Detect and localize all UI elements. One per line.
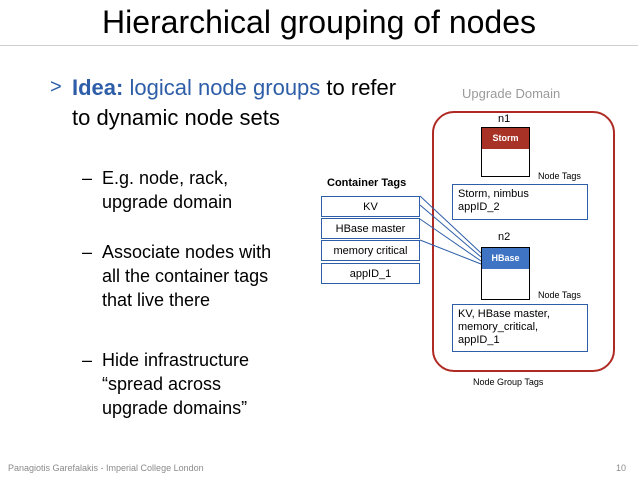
sub-bullet-3-line2: “spread across xyxy=(102,374,222,394)
link-hbase-master xyxy=(419,218,482,262)
node-n2-tag-line1: KV, HBase master, xyxy=(458,308,550,320)
node-n1-tags-label: Node Tags xyxy=(538,171,581,181)
sub-bullet-2-line3: that live there xyxy=(102,290,211,310)
sub-bullet-1-line2: upgrade domain xyxy=(102,192,233,212)
node-n2-tag-line3: appID_1 xyxy=(458,334,500,346)
slide-title: Hierarchical grouping of nodes xyxy=(101,4,537,40)
idea-label: Idea: xyxy=(72,75,124,100)
link-kv-hbase-2 xyxy=(419,204,482,258)
sub-bullet-2-line2: all the container tags xyxy=(102,266,269,286)
node-group-tags-label: Node Group Tags xyxy=(473,377,544,387)
sub-bullet-2-line1: Associate nodes with xyxy=(102,242,272,262)
bullet-marker: > xyxy=(50,76,62,98)
sub-bullet-3-line1: Hide infrastructure xyxy=(102,350,250,370)
container-tags-title: Container Tags xyxy=(327,177,407,189)
sub-bullet-3-line3: upgrade domains” xyxy=(102,398,248,418)
node-n1-tags: Storm, nimbus appID_2 xyxy=(452,184,588,220)
footer-author: Panagiotis Garefalakis - Imperial Colleg… xyxy=(8,463,204,473)
sub-bullet-dash: – xyxy=(82,168,93,188)
link-kv-hbase xyxy=(419,195,482,254)
container-tag-appid: appID_1 xyxy=(321,263,420,284)
node-n2-tag-line2: memory_critical, xyxy=(458,321,539,333)
bullet-main-line1: Idea: logical node groups to refer xyxy=(72,73,396,102)
node-n2-box: HBase xyxy=(481,247,530,300)
container-tag-hbase-master: HBase master xyxy=(321,218,420,239)
bullet-main-rest: to refer xyxy=(320,75,397,100)
idea-highlight: logical node groups xyxy=(129,75,321,100)
container-tag-memory-critical: memory critical xyxy=(321,240,420,261)
upgrade-domain-label: Upgrade Domain xyxy=(462,86,561,101)
bullet-main-line2: to dynamic node sets xyxy=(72,105,280,130)
node-n1-box: Storm xyxy=(481,127,530,177)
node-n2-label: n2 xyxy=(498,231,511,243)
node-n1-tag-line1: Storm, nimbus xyxy=(458,188,529,200)
container-tag-kv: KV xyxy=(321,196,420,217)
sub-bullet-dash: – xyxy=(82,242,93,262)
node-n1-label: n1 xyxy=(498,113,511,125)
node-n2-tags-label: Node Tags xyxy=(538,290,581,300)
sub-bullet-1-line1: E.g. node, rack, xyxy=(102,168,229,188)
container-hbase: HBase xyxy=(482,248,529,269)
sub-bullet-dash: – xyxy=(82,350,93,370)
link-memory-critical xyxy=(419,239,482,265)
node-n2-tags: KV, HBase master, memory_critical, appID… xyxy=(452,304,588,352)
upgrade-domain-box xyxy=(432,111,615,372)
node-n1-tag-line2: appID_2 xyxy=(458,201,500,213)
container-storm: Storm xyxy=(482,128,529,149)
title-divider xyxy=(0,45,638,46)
page-number: 10 xyxy=(616,463,627,473)
